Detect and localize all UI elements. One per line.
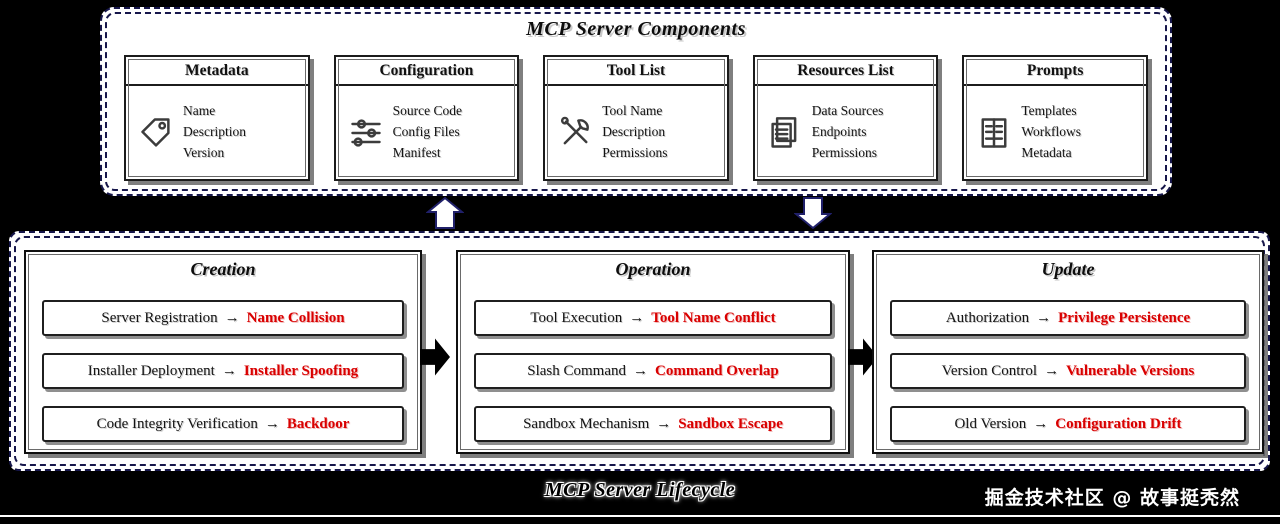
component-item: Data Sources [811, 103, 884, 119]
lifecycle-title: MCP Server Lifecycle [544, 479, 736, 501]
lifecycle-row: Server Registration → Name Collision [42, 300, 404, 336]
row-step: Tool Execution [530, 309, 623, 326]
component-item: Endpoints [811, 124, 867, 140]
component-box-configuration: Configuration Source Code Config Files M… [333, 55, 520, 181]
component-item: Description [602, 124, 666, 140]
lifecycle-row: Authorization → Privilege Persistence [890, 300, 1246, 336]
row-arrow: → [1033, 415, 1049, 432]
row-arrow: → [224, 309, 240, 326]
row-risk: Installer Spoofing [243, 362, 359, 379]
row-risk: Sandbox Escape [678, 415, 783, 432]
row-step: Authorization [945, 309, 1030, 326]
component-item: Source Code [392, 103, 462, 119]
lifecycle-row: Version Control → Vulnerable Versions [890, 353, 1246, 389]
component-title: Prompts [964, 57, 1146, 86]
stage-box-operation: Operation Tool Execution → Tool Name Con… [456, 250, 850, 454]
row-risk: Privilege Persistence [1058, 309, 1191, 326]
prompt-doc-icon [976, 115, 1012, 151]
row-step: Slash Command [527, 362, 626, 379]
row-risk: Command Overlap [655, 362, 779, 379]
component-item: Version [183, 144, 225, 160]
component-item: Permissions [811, 144, 878, 160]
component-title: Metadata [126, 57, 308, 86]
component-title: Configuration [335, 57, 518, 86]
components-panel: MCP Server Components Metadata Name Desc… [100, 7, 1172, 196]
tag-icon [138, 115, 174, 151]
row-arrow: → [629, 309, 645, 326]
row-risk: Name Collision [246, 309, 345, 326]
down-arrow-icon [794, 197, 832, 230]
row-arrow: → [656, 415, 672, 432]
lifecycle-row: Tool Execution → Tool Name Conflict [474, 300, 832, 336]
up-arrow-icon [426, 196, 464, 229]
component-box-prompts: Prompts Templates Workflows [962, 55, 1148, 181]
stage-title: Creation [190, 259, 256, 279]
component-item: Manifest [392, 144, 441, 160]
documents-icon [767, 115, 803, 151]
component-item: Name [183, 103, 216, 119]
stage-box-creation: Creation Server Registration → Name Coll… [24, 250, 422, 454]
component-item: Workflows [1021, 124, 1082, 140]
component-item: Permissions [602, 144, 668, 160]
component-title: Tool List [545, 57, 727, 86]
tools-icon [557, 115, 593, 151]
components-title: MCP Server Components [526, 18, 746, 40]
row-step: Installer Deployment [87, 362, 215, 379]
row-arrow: → [221, 362, 237, 379]
sliders-icon [348, 115, 384, 151]
row-step: Old Version [954, 415, 1027, 432]
component-item: Metadata [1021, 144, 1072, 160]
row-risk: Tool Name Conflict [651, 309, 776, 326]
watermark: 掘金技术社区 @ 故事挺秃然 [984, 487, 1240, 509]
stage-title: Operation [615, 259, 691, 279]
component-title: Resources List [754, 57, 937, 86]
row-arrow: → [633, 362, 648, 379]
lifecycle-panel: Creation Server Registration → Name Coll… [9, 231, 1270, 471]
component-box-resources-list: Resources List Data Sources Endpoints Pe… [752, 55, 939, 181]
lifecycle-row: Slash Command → Command Overlap [474, 353, 832, 389]
component-item: Description [183, 124, 246, 140]
row-arrow: → [1036, 309, 1052, 326]
row-risk: Backdoor [286, 415, 350, 432]
row-step: Sandbox Mechanism [523, 415, 650, 432]
row-risk: Vulnerable Versions [1066, 362, 1195, 379]
row-step: Version Control [941, 362, 1038, 379]
components-row: Metadata Name Description Version Config… [124, 55, 1148, 181]
stage-box-update: Update Authorization → Privilege Persist… [872, 250, 1264, 454]
lifecycle-row: Code Integrity Verification → Backdoor [42, 406, 404, 442]
flow-arrow-icon [420, 338, 450, 376]
lifecycle-row: Sandbox Mechanism → Sandbox Escape [474, 406, 832, 442]
component-box-metadata: Metadata Name Description Version [124, 55, 310, 181]
row-arrow: → [264, 415, 280, 432]
component-item: Config Files [392, 124, 460, 140]
lifecycle-row: Installer Deployment → Installer Spoofin… [42, 353, 404, 389]
component-box-tool-list: Tool List Tool Name Description Permissi… [543, 55, 729, 181]
row-step: Code Integrity Verification [96, 415, 258, 432]
lifecycle-row: Old Version → Configuration Drift [890, 406, 1246, 442]
row-risk: Configuration Drift [1055, 415, 1182, 432]
row-step: Server Registration [101, 309, 218, 326]
component-item: Tool Name [602, 103, 663, 119]
row-arrow: → [1044, 362, 1060, 379]
stage-title: Update [1041, 259, 1095, 279]
bottom-border-line [0, 515, 1280, 517]
component-item: Templates [1021, 103, 1077, 119]
